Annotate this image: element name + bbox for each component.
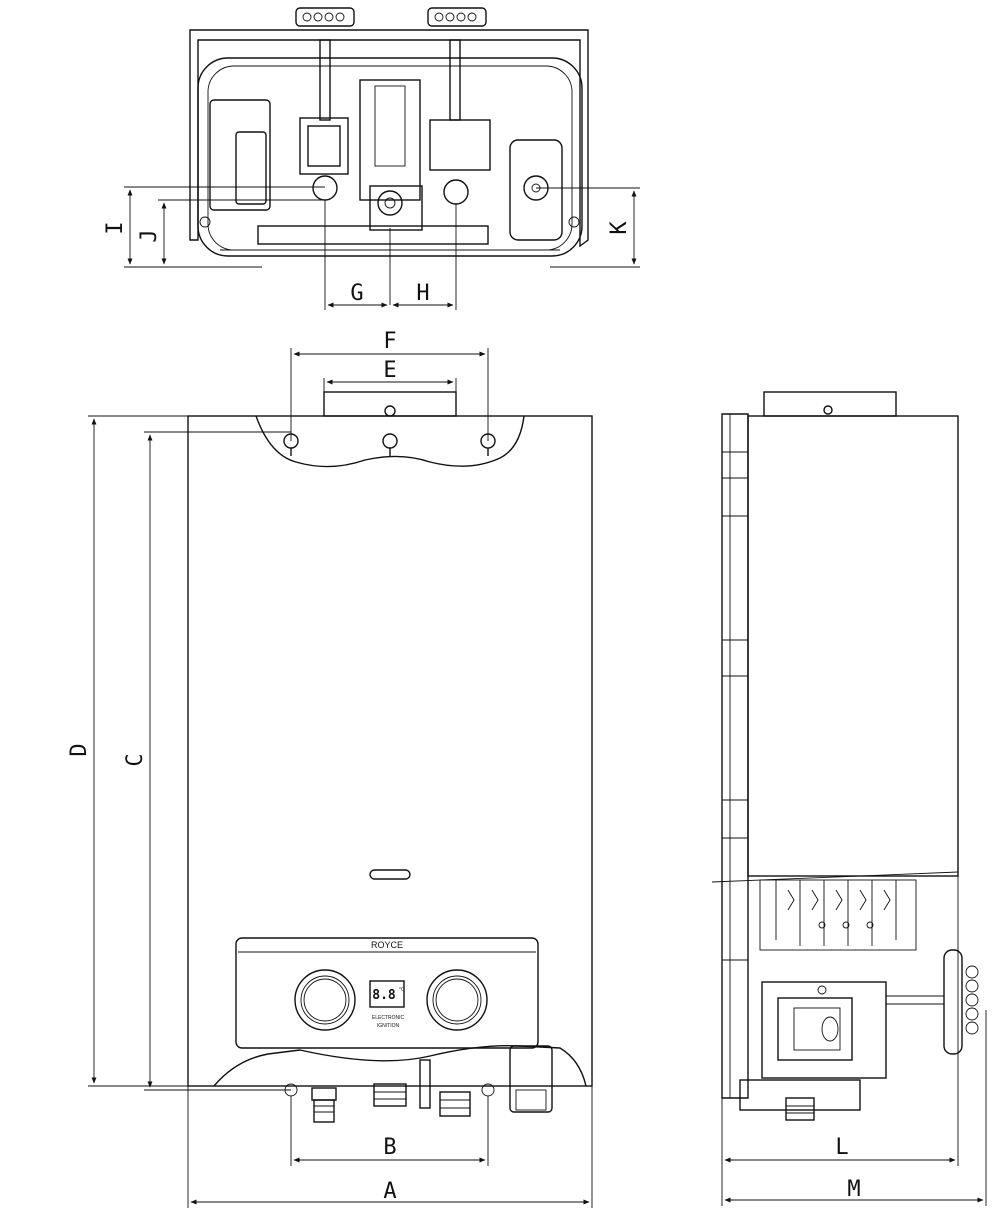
valve-block (761, 981, 887, 1079)
ignition-label-line1: ELECTRONIC (372, 1015, 405, 1021)
top-flue-knob-right (427, 7, 487, 27)
dim-label-j: J (137, 229, 162, 242)
ignition-label-line2: IGNITION (377, 1023, 400, 1029)
control-panel: ROYCE 8.8 °C ELECTRONIC IGNITION (235, 937, 539, 1049)
side-casing (747, 415, 959, 877)
dim-label-f: F (383, 329, 396, 354)
keyhole-center (382, 433, 398, 456)
side-view (711, 391, 979, 1121)
top-view-frame (189, 29, 589, 248)
dim-label-a: A (383, 1179, 396, 1204)
knob-left (294, 969, 356, 1031)
bottom-connections (213, 1045, 587, 1123)
side-knob (943, 949, 979, 1055)
burner-assembly (759, 879, 917, 951)
display-digits: 8.8 (372, 988, 396, 1003)
viewing-window (369, 869, 411, 880)
top-view-dimensions (124, 186, 640, 310)
dim-label-e: E (383, 358, 396, 383)
dim-label-l: L (835, 1135, 848, 1160)
dim-label-b: B (383, 1135, 396, 1160)
dim-label-i: I (103, 221, 128, 234)
temperature-display (369, 980, 405, 1008)
dim-label-h: H (416, 281, 429, 306)
front-view: ROYCE 8.8 °C ELECTRONIC IGNITION (187, 391, 593, 1123)
front-view-dimensions (88, 348, 593, 1208)
display-unit: °C (399, 987, 405, 993)
side-view-dimensions (721, 876, 987, 1206)
top-view (189, 7, 589, 305)
brand-label: ROYCE (371, 940, 403, 950)
dim-label-k: K (607, 221, 632, 235)
knob-right (426, 969, 488, 1031)
dim-label-g: G (350, 281, 363, 306)
top-flue-knob-left (295, 7, 355, 27)
front-casing (187, 415, 593, 1087)
dim-label-c: C (123, 753, 148, 766)
dim-label-d: D (67, 743, 92, 756)
dim-label-m: M (847, 1177, 860, 1202)
